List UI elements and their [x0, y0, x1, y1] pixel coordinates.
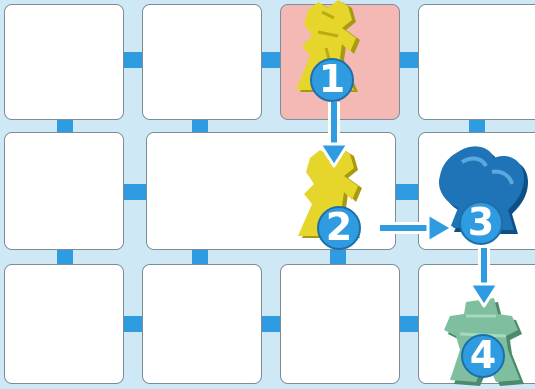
arrow-3-to-4 — [470, 248, 498, 306]
arrow-2-to-3 — [380, 214, 452, 242]
arrow-1-to-2 — [320, 102, 348, 166]
